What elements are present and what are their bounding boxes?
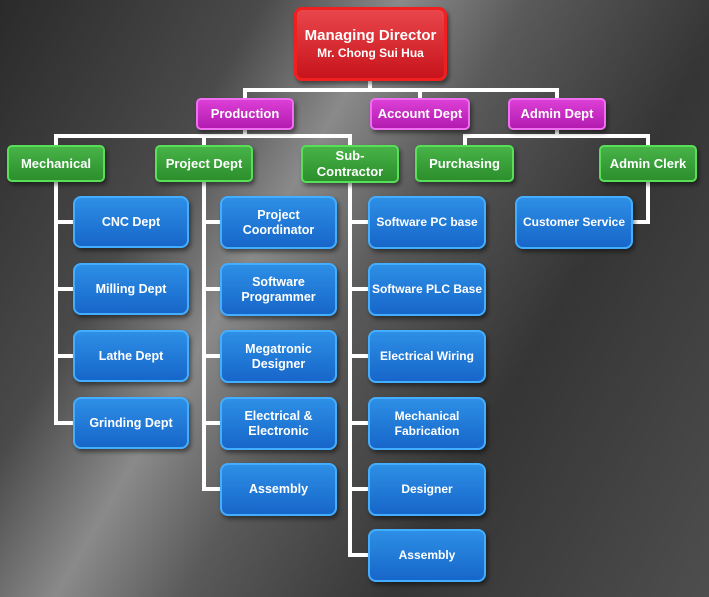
- mechanical-fabrication-box: Mechanical Fabrication: [368, 397, 486, 450]
- admin-dept-box: Admin Dept: [508, 98, 606, 130]
- grinding-dept-box: Grinding Dept: [73, 397, 189, 449]
- electrical-wiring-box: Electrical Wiring: [368, 330, 486, 383]
- project-coordinator-box: Project Coordinator: [220, 196, 337, 249]
- software-pc-base-box: Software PC base: [368, 196, 486, 249]
- mechanical-box: Mechanical: [7, 145, 105, 182]
- admin-clerk-box: Admin Clerk: [599, 145, 697, 182]
- software-programmer-box: Software Programmer: [220, 263, 337, 316]
- megatronic-designer-box: Megatronic Designer: [220, 330, 337, 383]
- project-dept-box: Project Dept: [155, 145, 253, 182]
- project-assembly-box: Assembly: [220, 463, 337, 516]
- customer-service-box: Customer Service: [515, 196, 633, 249]
- director-name: Mr. Chong Sui Hua: [317, 46, 424, 61]
- account-dept-box: Account Dept: [370, 98, 470, 130]
- software-plc-base-box: Software PLC Base: [368, 263, 486, 316]
- designer-box: Designer: [368, 463, 486, 516]
- subcontractor-box: Sub- Contractor: [301, 145, 399, 183]
- lathe-dept-box: Lathe Dept: [73, 330, 189, 382]
- managing-director-box: Managing Director Mr. Chong Sui Hua: [294, 7, 447, 81]
- purchasing-box: Purchasing: [415, 145, 514, 182]
- electrical-electronic-box: Electrical & Electronic: [220, 397, 337, 450]
- production-box: Production: [196, 98, 294, 130]
- director-title: Managing Director: [304, 27, 437, 45]
- subcontractor-assembly-box: Assembly: [368, 529, 486, 582]
- milling-dept-box: Milling Dept: [73, 263, 189, 315]
- cnc-dept-box: CNC Dept: [73, 196, 189, 248]
